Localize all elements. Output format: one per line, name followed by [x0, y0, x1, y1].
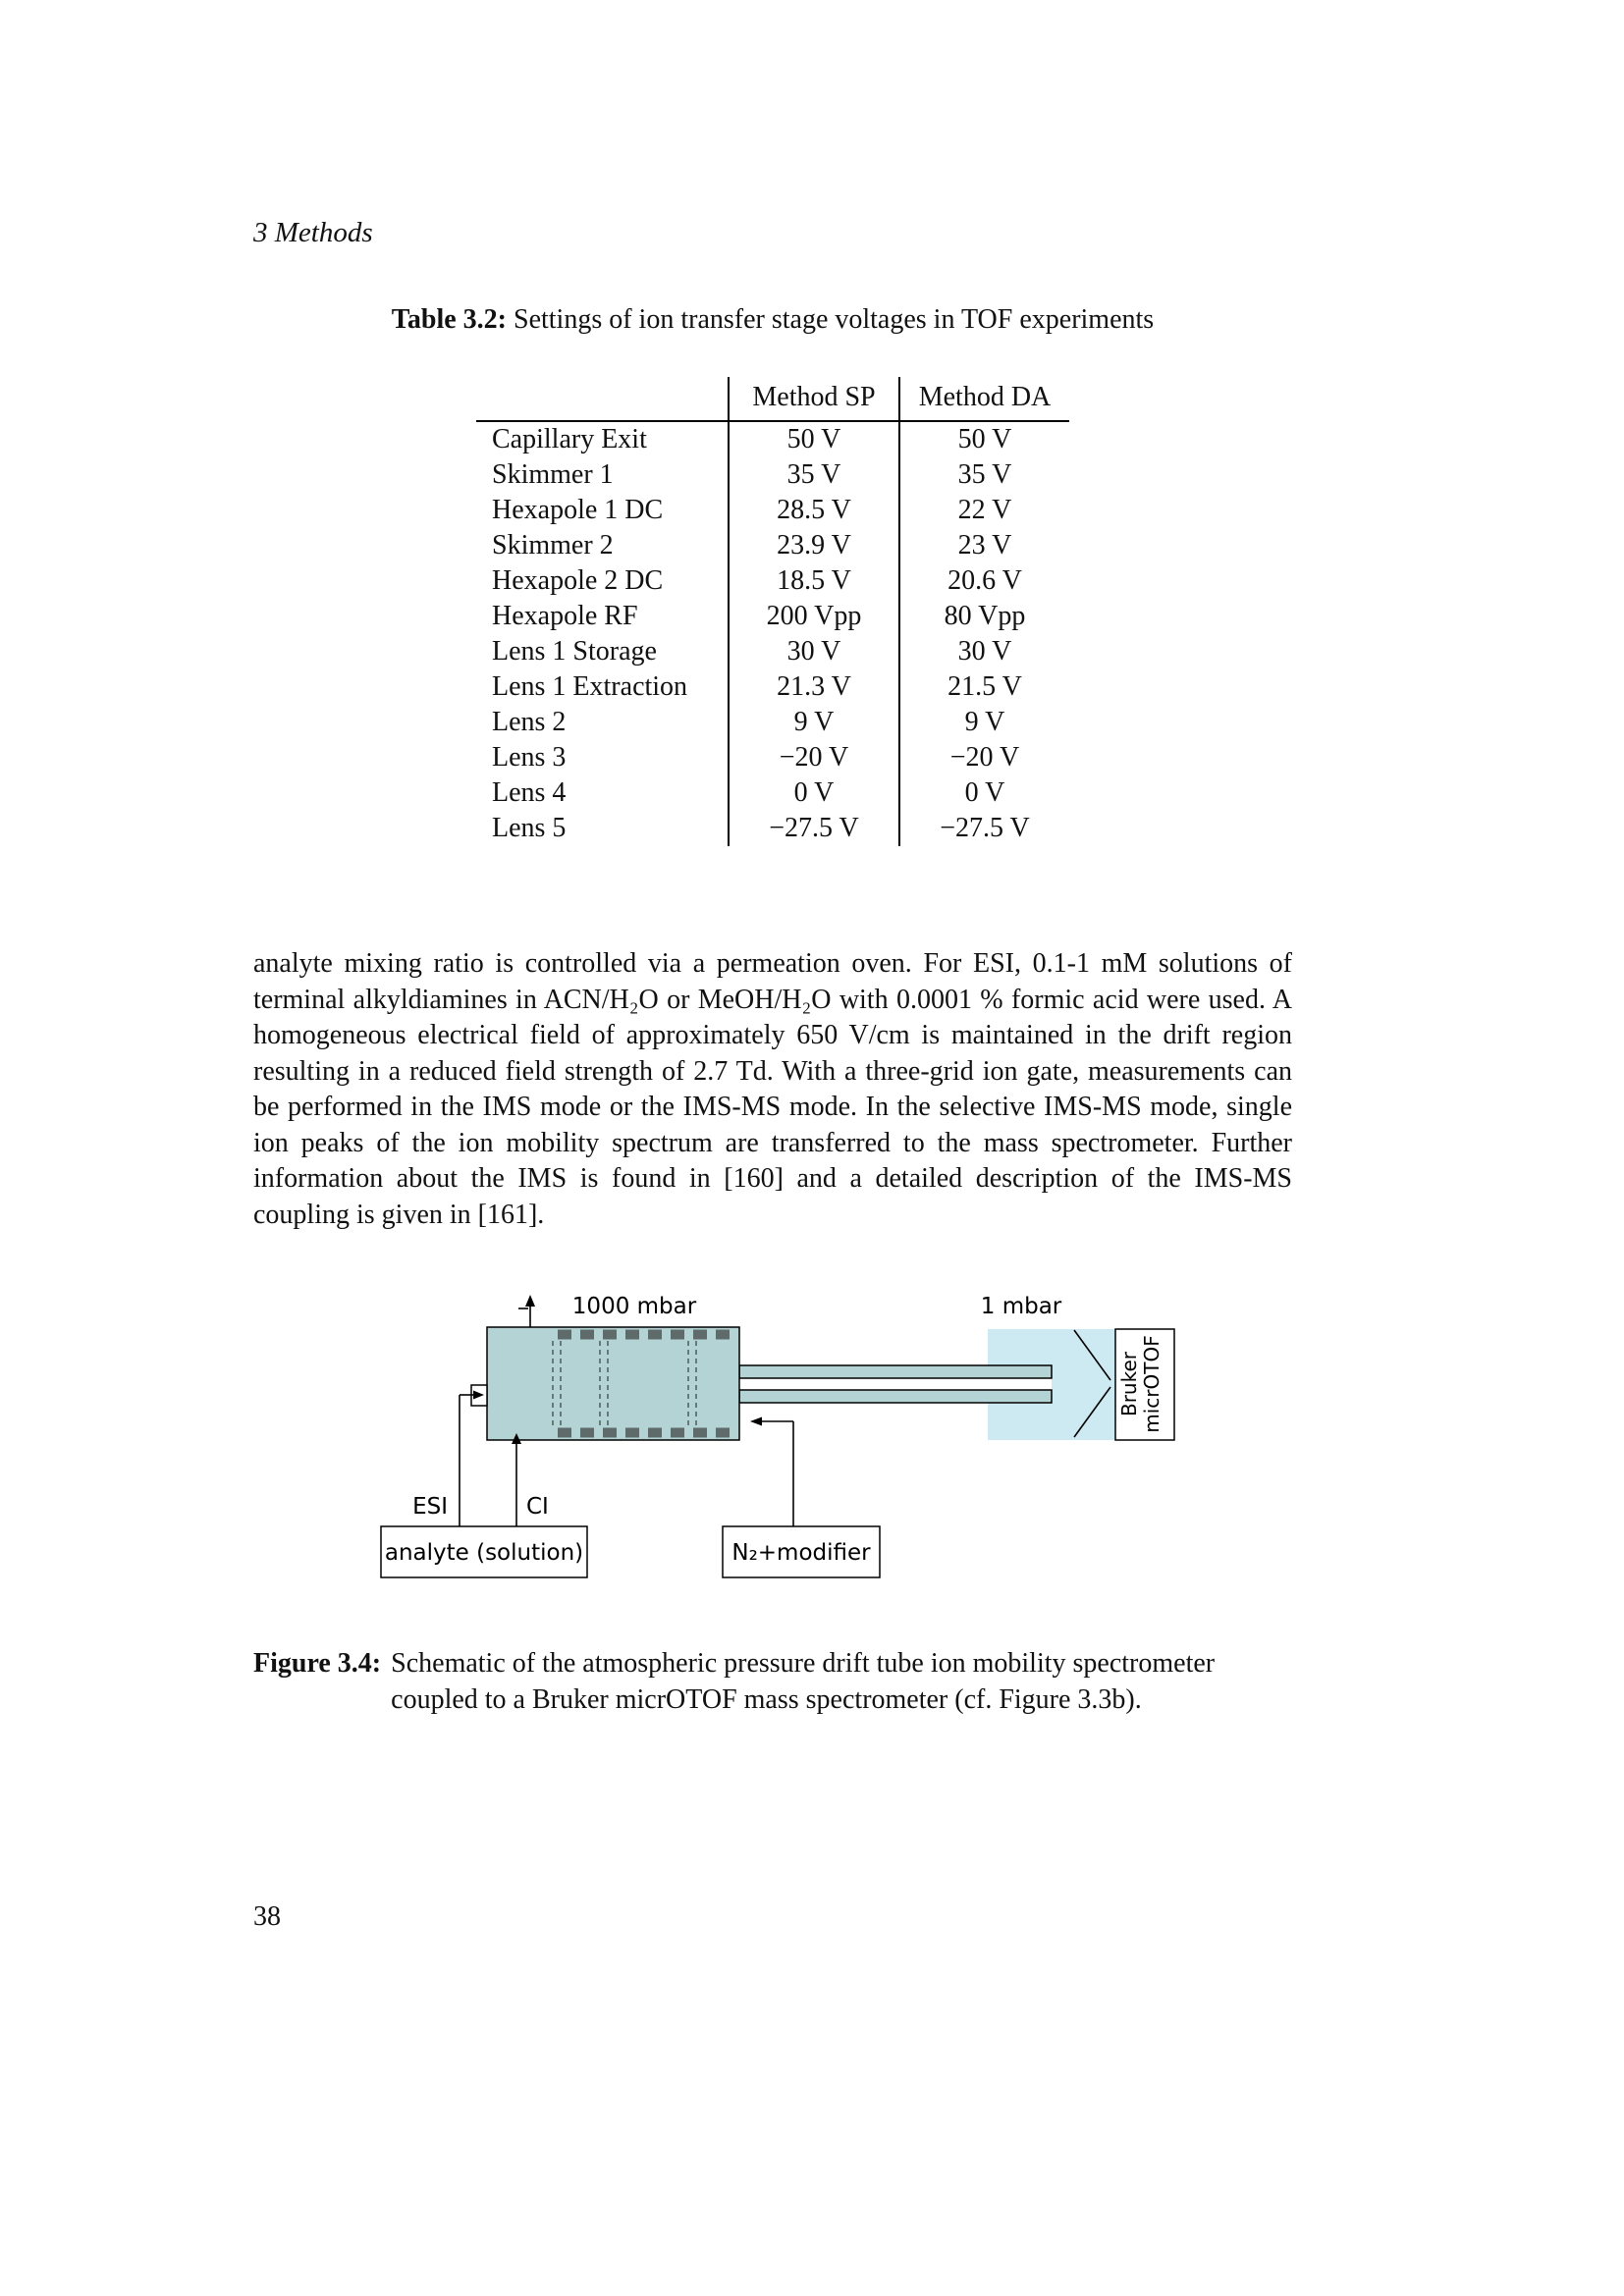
value-sp: −27.5 V — [728, 811, 899, 846]
skimmer-cone-lower — [1073, 1386, 1111, 1438]
value-sp: −20 V — [728, 740, 899, 775]
value-sp: 28.5 V — [728, 493, 899, 528]
row-label: Lens 1 Extraction — [492, 671, 688, 702]
esi-inlet-line — [459, 1390, 484, 1526]
ms-label-line1: Bruker — [1117, 1351, 1141, 1416]
table-caption: Table 3.2: Settings of ion transfer stag… — [253, 302, 1292, 338]
voltage-settings-table: Method SP Method DA Capillary Exit 50 V … — [476, 377, 1069, 846]
table-row: Hexapole 2 DC 18.5 V 20.6 V — [476, 563, 1069, 599]
value-da: 22 V — [898, 493, 1069, 528]
row-label: Hexapole 1 DC — [492, 495, 664, 525]
capillary-bore — [739, 1378, 1052, 1390]
analyte-box-label: analyte (solution) — [385, 1540, 583, 1566]
value-da: 9 V — [898, 705, 1069, 740]
value-sp: 18.5 V — [728, 563, 899, 599]
value-sp: 200 Vpp — [728, 599, 899, 634]
table-header-row: Method SP Method DA — [476, 377, 1069, 422]
value-da: 21.5 V — [898, 669, 1069, 705]
table-row: Lens 5 −27.5 V −27.5 V — [476, 811, 1069, 846]
table-row: Hexapole RF 200 Vpp 80 Vpp — [476, 599, 1069, 634]
value-sp: 35 V — [728, 457, 899, 493]
table-row: Hexapole 1 DC 28.5 V 22 V — [476, 493, 1069, 528]
column-header-method-da: Method DA — [898, 377, 1069, 422]
mass-spectrometer-box — [1114, 1328, 1175, 1441]
row-label: Lens 2 — [492, 707, 567, 737]
capillary-top-wall — [738, 1364, 1053, 1379]
value-da: 35 V — [898, 457, 1069, 493]
figure-caption: Figure 3.4: Schematic of the atmospheric… — [253, 1645, 1292, 1718]
body-paragraph: analyte mixing ratio is controlled via a… — [253, 948, 1292, 1230]
header-empty-cell — [476, 377, 729, 422]
row-label: Lens 3 — [492, 742, 567, 773]
row-label: Lens 1 Storage — [492, 636, 657, 667]
pressure-label-vacuum: 1 mbar — [981, 1294, 1062, 1319]
row-label: Hexapole 2 DC — [492, 565, 664, 596]
table-row: Lens 1 Storage 30 V 30 V — [476, 634, 1069, 669]
ci-inlet-line — [512, 1433, 521, 1526]
table-row: Capillary Exit 50 V 50 V — [476, 421, 1069, 457]
row-label: Lens 5 — [492, 813, 567, 843]
electrode-ring-top — [558, 1329, 730, 1340]
table-caption-label: Table 3.2: — [391, 304, 507, 335]
esi-label: ESI — [412, 1494, 448, 1520]
value-sp: 21.3 V — [728, 669, 899, 705]
value-da: −20 V — [898, 740, 1069, 775]
ion-gate-grids — [552, 1341, 697, 1426]
table-row: Skimmer 2 23.9 V 23 V — [476, 528, 1069, 563]
value-da: −27.5 V — [898, 811, 1069, 846]
figure-schematic: 1000 mbar 1 mbar Bruker micrOTOF — [361, 1288, 1206, 1592]
table-row: Lens 3 −20 V −20 V — [476, 740, 1069, 775]
value-sp: 0 V — [728, 775, 899, 811]
pressure-label-atmospheric: 1000 mbar — [572, 1294, 697, 1319]
figure-caption-label: Figure 3.4: — [253, 1648, 382, 1679]
value-da: 80 Vpp — [898, 599, 1069, 634]
row-label: Skimmer 2 — [492, 530, 614, 561]
value-sp: 23.9 V — [728, 528, 899, 563]
running-head: 3 Methods — [253, 217, 373, 248]
skimmer-cone-upper — [1073, 1329, 1111, 1381]
table-row: Lens 1 Extraction 21.3 V 21.5 V — [476, 669, 1069, 705]
value-sp: 9 V — [728, 705, 899, 740]
analyte-box — [380, 1525, 588, 1578]
n2-box — [722, 1525, 881, 1578]
ci-label: CI — [526, 1494, 549, 1520]
page-number: 38 — [253, 1901, 281, 1932]
n2-inlet-line — [750, 1416, 794, 1526]
table-caption-text: Settings of ion transfer stage voltages … — [514, 304, 1155, 335]
row-label: Lens 4 — [492, 777, 567, 808]
value-da: 0 V — [898, 775, 1069, 811]
row-label: Capillary Exit — [492, 424, 647, 454]
n2-box-label: N₂+modifier — [731, 1540, 871, 1566]
column-header-method-sp: Method SP — [728, 377, 899, 422]
value-da: 20.6 V — [898, 563, 1069, 599]
value-da: 50 V — [898, 421, 1069, 457]
ms-label-line2: micrOTOF — [1140, 1335, 1164, 1432]
value-sp: 50 V — [728, 421, 899, 457]
text-column: 3 Methods Table 3.2: Settings of ion tra… — [253, 0, 1292, 1934]
row-label: Skimmer 1 — [492, 459, 614, 490]
value-da: 30 V — [898, 634, 1069, 669]
exhaust-arrow — [518, 1295, 535, 1327]
table-row: Skimmer 1 35 V 35 V — [476, 457, 1069, 493]
table-row: Lens 4 0 V 0 V — [476, 775, 1069, 811]
drift-tube — [486, 1326, 740, 1441]
capillary-bottom-wall — [738, 1389, 1053, 1404]
figure-caption-text: Schematic of the atmospheric pressure dr… — [391, 1648, 1216, 1715]
electrode-ring-bottom — [558, 1427, 730, 1438]
value-sp: 30 V — [728, 634, 899, 669]
row-label: Hexapole RF — [492, 601, 638, 631]
value-da: 23 V — [898, 528, 1069, 563]
table-row: Lens 2 9 V 9 V — [476, 705, 1069, 740]
